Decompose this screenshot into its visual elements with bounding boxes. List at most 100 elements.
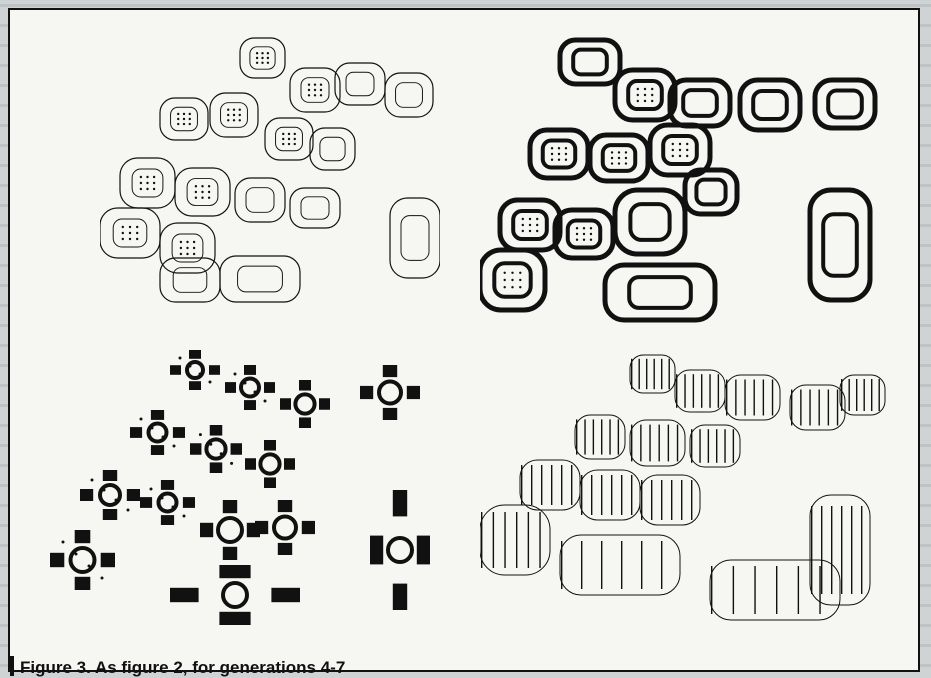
cell-motif: [575, 415, 625, 459]
cell-motif: [130, 410, 185, 455]
cell-dot: [536, 230, 538, 232]
cell-dot: [256, 52, 258, 54]
cell-block: [264, 477, 276, 488]
cell-stripe: [661, 359, 662, 389]
cell-block: [271, 588, 300, 602]
cell-motif: [530, 130, 588, 178]
cell-stripe: [661, 480, 662, 520]
cell-inner: [696, 180, 725, 205]
cell-motif: [255, 500, 315, 555]
cell-motif: [240, 38, 285, 78]
cell-stripe: [668, 425, 669, 462]
cell-stripe: [601, 419, 602, 454]
cell-block: [231, 443, 242, 455]
cell-dot: [199, 433, 202, 436]
background-text-line: [0, 4, 931, 7]
cell-dot: [151, 427, 154, 430]
cell-dot: [314, 89, 316, 91]
cell-dot: [201, 185, 203, 187]
cell-block: [210, 425, 222, 436]
cell-dot: [208, 197, 210, 199]
cell-block: [370, 536, 383, 565]
cell-motif: [520, 460, 580, 510]
cell-dot: [529, 230, 531, 232]
cell-block: [264, 382, 275, 393]
cell-dot: [91, 479, 94, 482]
cell-block: [101, 553, 115, 567]
cell-dot: [583, 227, 585, 229]
cell-inner: [238, 266, 283, 292]
cell-dot: [195, 191, 197, 193]
cell-stripe: [800, 390, 801, 426]
cell-block: [170, 588, 199, 602]
cell-dot: [127, 509, 130, 512]
cell-dot: [651, 88, 653, 90]
cell-outer: [235, 178, 285, 222]
cell-block: [245, 458, 256, 470]
cell-dot: [679, 155, 681, 157]
cell-stripe: [819, 390, 820, 426]
cell-stripe: [733, 566, 734, 614]
cell-dot: [186, 247, 188, 249]
cell-block: [210, 462, 222, 473]
cell-motif: [555, 210, 613, 258]
cell-dot: [590, 227, 592, 229]
cell-ring: [388, 538, 412, 562]
cell-motif: [225, 365, 275, 410]
cell-outer: [815, 80, 875, 128]
cell-dot: [519, 286, 521, 288]
cell-ring: [260, 454, 279, 473]
cell-stripe: [716, 429, 717, 463]
cell-block: [244, 400, 256, 410]
cell-stripe: [561, 465, 562, 505]
cell-dot: [186, 241, 188, 243]
cell-dot: [264, 400, 267, 403]
cell-outer: [790, 385, 845, 430]
cell-dot: [146, 188, 148, 190]
cell-stripe: [621, 541, 622, 589]
cell-block: [255, 521, 268, 534]
cell-dot: [282, 143, 284, 145]
cell-motif: [290, 188, 340, 228]
cell-dot: [519, 279, 521, 281]
cell-dot: [308, 84, 310, 86]
cell-dot: [267, 52, 269, 54]
cell-dot: [320, 94, 322, 96]
cell-stripe: [649, 425, 650, 462]
cell-stripe: [733, 429, 734, 463]
cell-stripe: [699, 429, 700, 463]
cell-motif: [810, 190, 870, 300]
cell-dot: [254, 391, 257, 394]
cell-stripe: [828, 390, 829, 426]
caption-marker: [10, 656, 14, 676]
cell-stripe: [708, 429, 709, 463]
cell-dot: [308, 94, 310, 96]
cell-outer: [220, 256, 300, 302]
cell-block: [223, 547, 237, 560]
cell-stripe: [691, 480, 692, 520]
cell-inner: [629, 277, 691, 308]
cell-dot: [161, 497, 164, 500]
cell-dot: [644, 88, 646, 90]
cell-dot: [511, 279, 513, 281]
cell-motif: [790, 385, 845, 430]
cell-dot: [519, 272, 521, 274]
cell-dot: [129, 226, 131, 228]
cell-dot: [511, 272, 513, 274]
cell-block: [127, 489, 140, 501]
cell-stripe: [611, 475, 612, 515]
cell-dot: [122, 232, 124, 234]
cell-dot: [186, 253, 188, 255]
cell-block: [360, 386, 373, 399]
cell-motif: [120, 158, 175, 208]
cell-motif: [80, 470, 140, 520]
cell-block: [219, 612, 250, 625]
cell-dot: [129, 232, 131, 234]
cell-motif: [210, 93, 258, 137]
cell-dot: [565, 159, 567, 161]
cell-dot: [177, 123, 179, 125]
cell-inner: [396, 83, 423, 108]
cell-dot: [136, 226, 138, 228]
cell-stripe: [809, 390, 810, 426]
cell-dot: [644, 94, 646, 96]
